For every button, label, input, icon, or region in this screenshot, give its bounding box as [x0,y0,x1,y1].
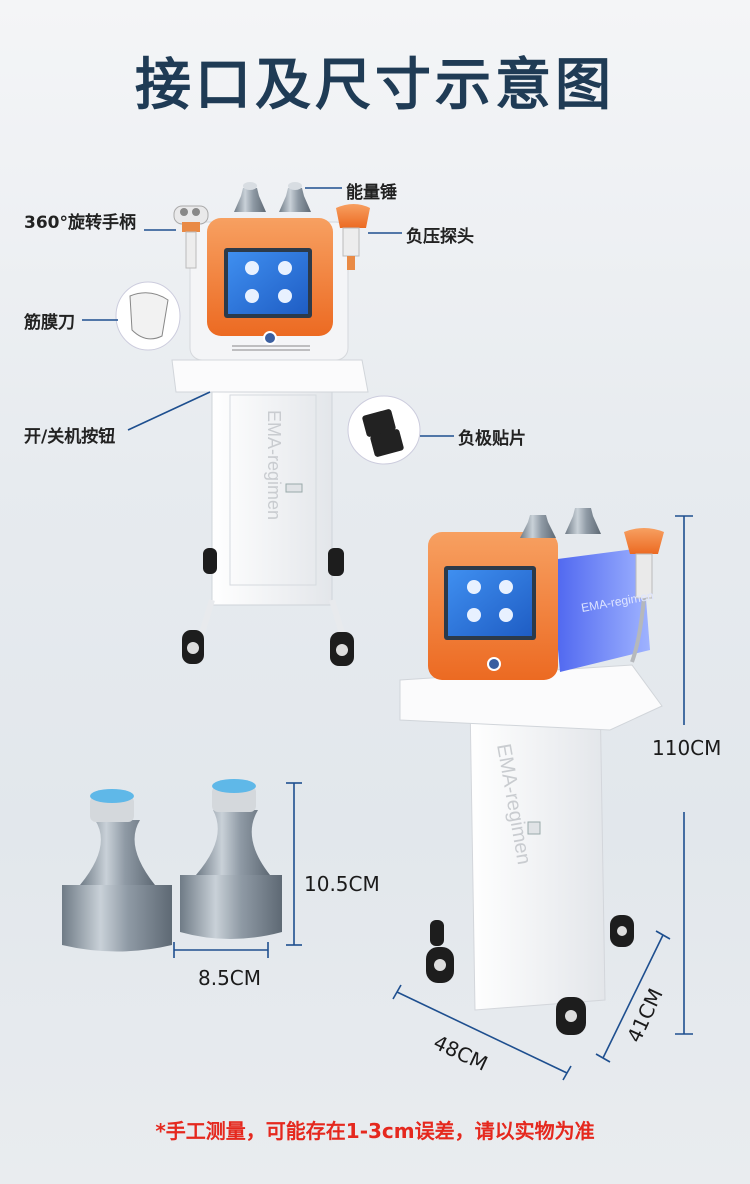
callout-lines [82,187,454,437]
dimension-lines [173,515,693,1081]
power-knob [263,331,277,345]
tray [171,359,369,393]
wheel [182,548,354,666]
dim-height: 110CM [652,736,722,760]
machine-front-view: EMA-regimen [115,182,421,666]
screen-icons [245,261,292,303]
touch-screen [228,252,308,314]
cabinet-2 [469,689,606,1011]
side-blue-panel [550,548,650,672]
tray-2 [399,664,663,731]
negative-pressure-probe [336,204,370,270]
page-title: 接口及尺寸示意图 [135,53,615,118]
cabinet-door [229,394,317,586]
label-fascia-knife: 筋膜刀 [24,313,75,333]
touch-screen-2 [448,570,532,636]
label-negative-probe: 负压探头 [406,227,474,247]
dim-hammer-width: 8.5CM [198,966,262,990]
rotating-handle [173,205,209,269]
label-power-button: 开/关机按钮 [24,427,116,447]
cabinet-lock [285,483,303,493]
legs [197,599,347,641]
label-energy-hammer: 能量锤 [346,183,397,203]
vent [232,345,310,351]
machine-perspective-view: EMA-regimen EMA-regimen [399,508,664,1035]
label-negative-pad: 负极贴片 [458,429,526,449]
energy-hammer-handles [234,182,311,212]
hammer-heads [62,779,282,952]
machine-text-1: EMA-regimen [264,410,284,520]
wheel-2 [426,915,634,1035]
label-rotating-handle: 360°旋转手柄 [24,213,136,233]
cabinet [211,384,333,606]
measurement-note: *手工测量，可能存在1-3cm误差，请以实物为准 [155,1119,595,1143]
fascia-knife [129,292,169,340]
dim-hammer-height: 10.5CM [304,872,380,896]
